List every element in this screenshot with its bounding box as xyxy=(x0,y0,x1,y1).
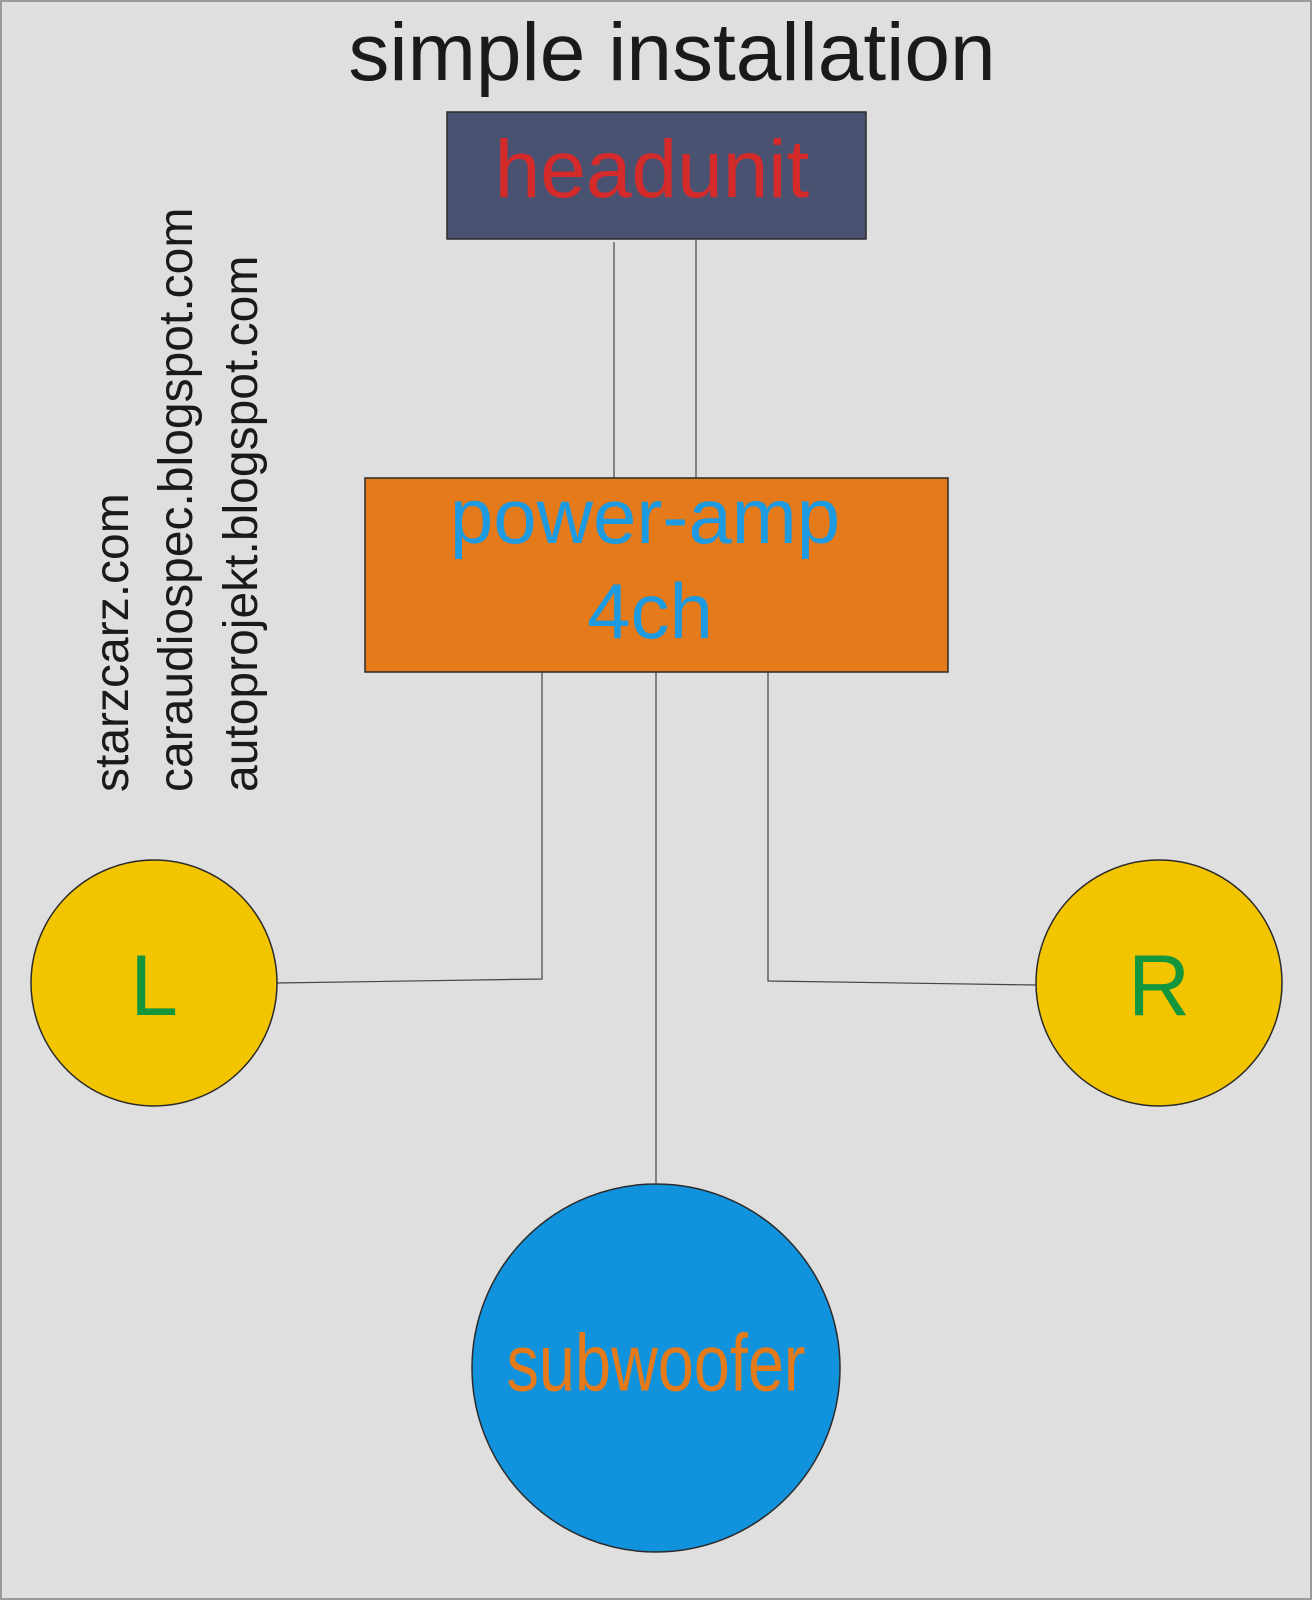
right-speaker-label: R xyxy=(1128,938,1190,1034)
right-speaker-circle xyxy=(1035,859,1283,1107)
headunit-label: headunit xyxy=(495,124,810,215)
wire-amp-to-right-speaker xyxy=(767,672,1037,986)
wires xyxy=(276,240,1037,1183)
left-speaker-circle xyxy=(30,859,278,1107)
diagram-title: simple installation xyxy=(348,7,995,98)
left-speaker-label: L xyxy=(130,938,178,1034)
power-amp-label: power-amp xyxy=(450,472,840,560)
subwoofer-circle xyxy=(471,1183,841,1553)
watermark-line-starzcarz: starzcarz.com xyxy=(86,493,139,792)
left-speaker: L xyxy=(30,859,278,1107)
headunit-box xyxy=(446,111,867,240)
subwoofer-label: subwoofer xyxy=(507,1318,806,1408)
power-amp-box xyxy=(364,477,949,673)
right-speaker: R xyxy=(1035,859,1283,1107)
power-amp-block: power-amp 4ch xyxy=(364,472,949,673)
wire-amp-to-left-speaker xyxy=(276,672,543,984)
watermark-text: starzcarz.com caraudiospec.blogspot.com … xyxy=(86,208,268,792)
watermark-line-autoprojekt: autoprojekt.blogspot.com xyxy=(215,256,268,792)
power-amp-channels-label: 4ch xyxy=(587,567,713,655)
headunit-block: headunit xyxy=(446,111,867,240)
watermark-line-caraudiospec: caraudiospec.blogspot.com xyxy=(150,208,203,792)
subwoofer: subwoofer xyxy=(471,1183,841,1553)
